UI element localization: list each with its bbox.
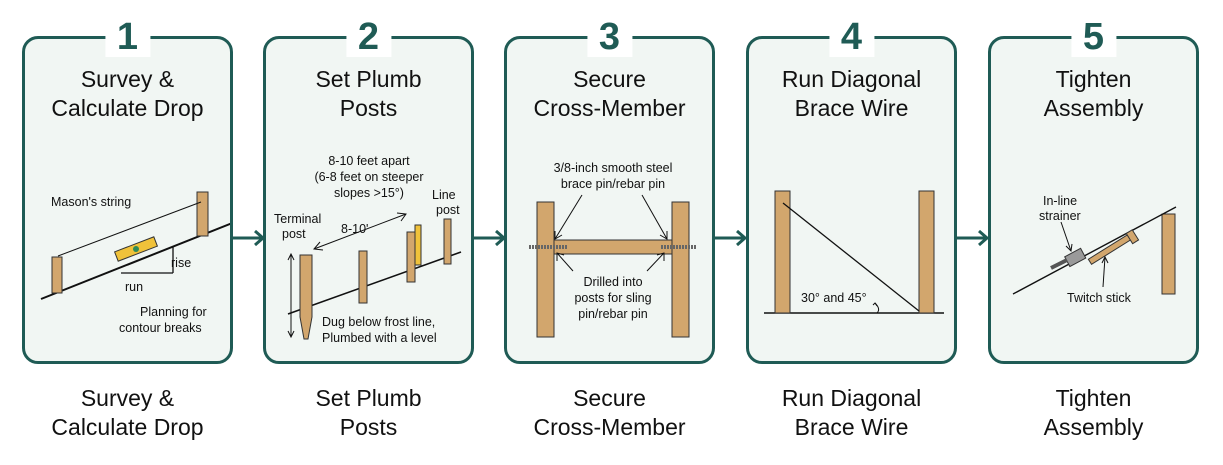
- step-card-4: 4 Run Diagonal Brace Wire 30° and 45°: [746, 17, 957, 364]
- step-card-5: 5 Tighten Assembly In-line strainer Twit…: [988, 17, 1199, 364]
- label-spacing-2: (6-8 feet on steeper: [314, 170, 423, 184]
- right-stake: [196, 191, 209, 237]
- label-drill-1: Drilled into: [583, 275, 642, 289]
- gap-arrow: [313, 213, 407, 250]
- step-title: Run Diagonal Brace Wire: [781, 66, 922, 121]
- label-terminal-2: post: [282, 227, 306, 241]
- label-drill-2: posts for sling: [574, 291, 651, 305]
- label-spacing-1: 8-10 feet apart: [328, 154, 410, 168]
- ground-slope: [287, 251, 462, 315]
- inline-strainer: [1064, 247, 1087, 268]
- label-line-2: post: [436, 203, 460, 217]
- brace-wire-illustration: 30° and 45°: [764, 190, 944, 314]
- step-number: 5: [1070, 17, 1117, 57]
- step-title: Set Plumb Posts: [315, 66, 422, 121]
- posts-illustration: 8-10 feet apart (6-8 feet on steeper slo…: [274, 154, 462, 345]
- label-drill-3: pin/rebar pin: [578, 307, 648, 321]
- step-caption-4: Run Diagonal Brace Wire: [781, 385, 922, 440]
- masons-string-line: [57, 201, 202, 257]
- label-angle: 30° and 45°: [801, 291, 867, 305]
- diagonal-wire: [782, 202, 920, 312]
- step-number: 4: [828, 17, 875, 57]
- end-post: [1161, 213, 1176, 295]
- line-post-1: [358, 250, 368, 304]
- step-number: 1: [104, 17, 151, 57]
- step-title: Survey & Calculate Drop: [51, 66, 204, 121]
- right-post: [671, 201, 690, 338]
- post-level: [414, 224, 422, 266]
- label-pin-2: brace pin/rebar pin: [561, 177, 665, 191]
- label-spacing-3: slopes >15°): [334, 186, 404, 200]
- label-dug-2: Plumbed with a level: [322, 331, 437, 345]
- label-note-2: contour breaks: [119, 321, 202, 335]
- step-card-1: 1 Survey & Calculate Drop Mason's string…: [22, 17, 233, 364]
- label-strainer-1: In-line: [1043, 194, 1077, 208]
- label-run: run: [125, 280, 143, 294]
- step-title: Secure Cross-Member: [533, 66, 686, 121]
- label-note-1: Planning for: [140, 305, 207, 319]
- label-gap: 8-10': [341, 222, 368, 236]
- right-post: [918, 190, 935, 314]
- cross-member-illustration: 3/8-inch smooth steel brace pin/rebar pi…: [529, 161, 697, 338]
- line-post-2: [406, 231, 416, 283]
- arrow-right-icon: [233, 229, 266, 247]
- arrow-right-icon: [957, 229, 990, 247]
- label-strainer-2: strainer: [1039, 209, 1081, 223]
- brace-wire: [1012, 206, 1177, 295]
- line-post-3: [443, 218, 452, 265]
- label-pin-1: 3/8-inch smooth steel: [554, 161, 673, 175]
- tighten-illustration: In-line strainer Twitch stick: [1012, 194, 1177, 305]
- survey-illustration: Mason's string rise run Planning for con…: [40, 191, 230, 335]
- arrow-right-icon: [715, 229, 748, 247]
- step-card-2: 2 Set Plumb Posts 8-10 feet apart (6-8 f…: [263, 17, 474, 364]
- arrow-right-icon: [474, 229, 507, 247]
- left-post: [536, 201, 555, 338]
- label-rise: rise: [171, 256, 191, 270]
- step-number: 2: [345, 17, 392, 57]
- label-twitch: Twitch stick: [1067, 291, 1132, 305]
- step-card-3: 3 Secure Cross-Member 3/8-inch smooth st…: [504, 17, 715, 364]
- label-masons-string: Mason's string: [51, 195, 131, 209]
- step-title: Tighten Assembly: [1043, 66, 1144, 121]
- level-bubble: [133, 246, 139, 252]
- label-terminal-1: Terminal: [274, 212, 321, 226]
- left-post: [774, 190, 791, 314]
- step-number: 3: [586, 17, 633, 57]
- cross-member: [553, 239, 673, 255]
- label-line-1: Line: [432, 188, 456, 202]
- label-dug-1: Dug below frost line,: [322, 315, 435, 329]
- terminal-post: [299, 254, 313, 340]
- left-stake: [51, 256, 63, 294]
- step-caption-3: Secure Cross-Member: [533, 385, 686, 440]
- step-caption-5: Tighten Assembly: [1043, 385, 1144, 440]
- step-caption-2: Set Plumb Posts: [315, 385, 422, 440]
- step-caption-1: Survey & Calculate Drop: [51, 385, 204, 440]
